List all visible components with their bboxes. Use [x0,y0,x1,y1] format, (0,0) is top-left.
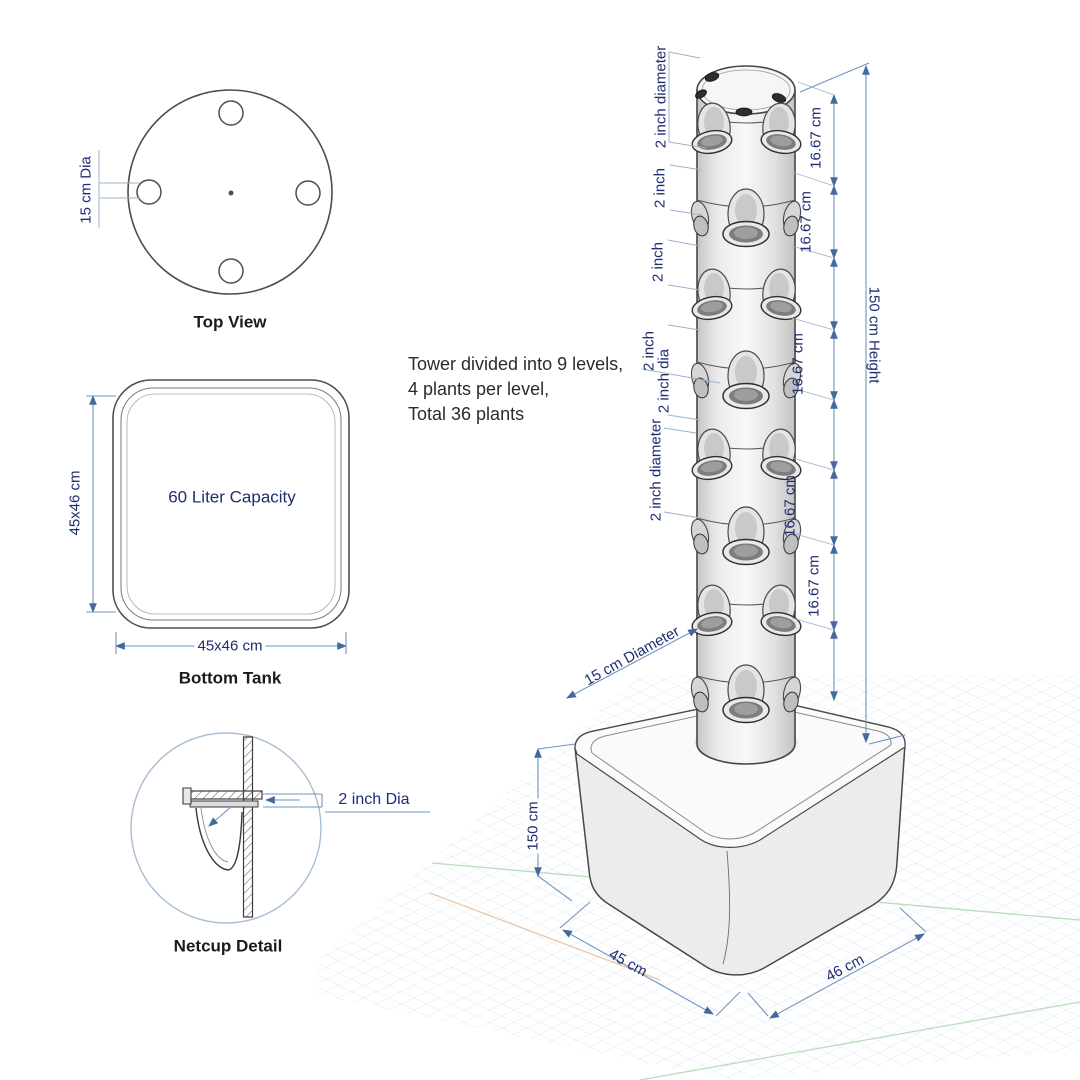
dimension-lines [534,51,927,1019]
netcup-caption: Netcup Detail [173,936,283,956]
tank-side-dimension-label: 45x46 cm [66,470,84,536]
tower-label-2in-diameter-top: 2 inch diameter [652,45,670,149]
level-height-label-1: 16.67 cm [807,107,825,169]
annotation-line-2: 4 plants per level, [408,378,550,399]
level-height-label-3: 16.67 cm [789,333,807,395]
level-height-label-4: 16.67 cm [781,475,799,537]
tank-bottom-dimension-label: 45x46 cm [194,637,266,655]
annotation-line-1: Tower divided into 9 levels, [408,354,624,374]
tower-label-2in-3: 2 inch [640,330,658,372]
netcup-dimension-label: 2 inch Dia [338,791,410,808]
tower-annotation: Tower divided into 9 levels, 4 plants pe… [408,352,623,426]
level-height-label-2: 16.67 cm [797,191,815,253]
bottom-tank-drawing [86,379,350,654]
tank-drawing [574,698,906,976]
bottom-tank-caption: Bottom Tank [178,668,282,688]
tower-drawing [687,65,805,765]
tower-label-2in-2: 2 inch [649,241,667,283]
tower-label-2in-diameter-bottom: 2 inch diameter [647,418,665,522]
tower-height-label: 150 cm Height [865,286,883,384]
top-view-dimension-label: 15 cm Dia [77,156,95,224]
tower-label-2in-dia: 2 inch dia [655,348,673,414]
top-view-caption: Top View [193,312,267,332]
netcup-detail-drawing [130,732,430,924]
tower-label-2in-1: 2 inch [651,167,669,209]
top-view-drawing [98,89,333,295]
tank-capacity-label: 60 Liter Capacity [168,487,296,507]
annotation-line-3: Total 36 plants [408,403,525,424]
tank-height-dimension-label: 150 cm [524,798,542,854]
level-height-label-5: 16.67 cm [805,555,823,617]
top-cap-holes [695,72,787,117]
